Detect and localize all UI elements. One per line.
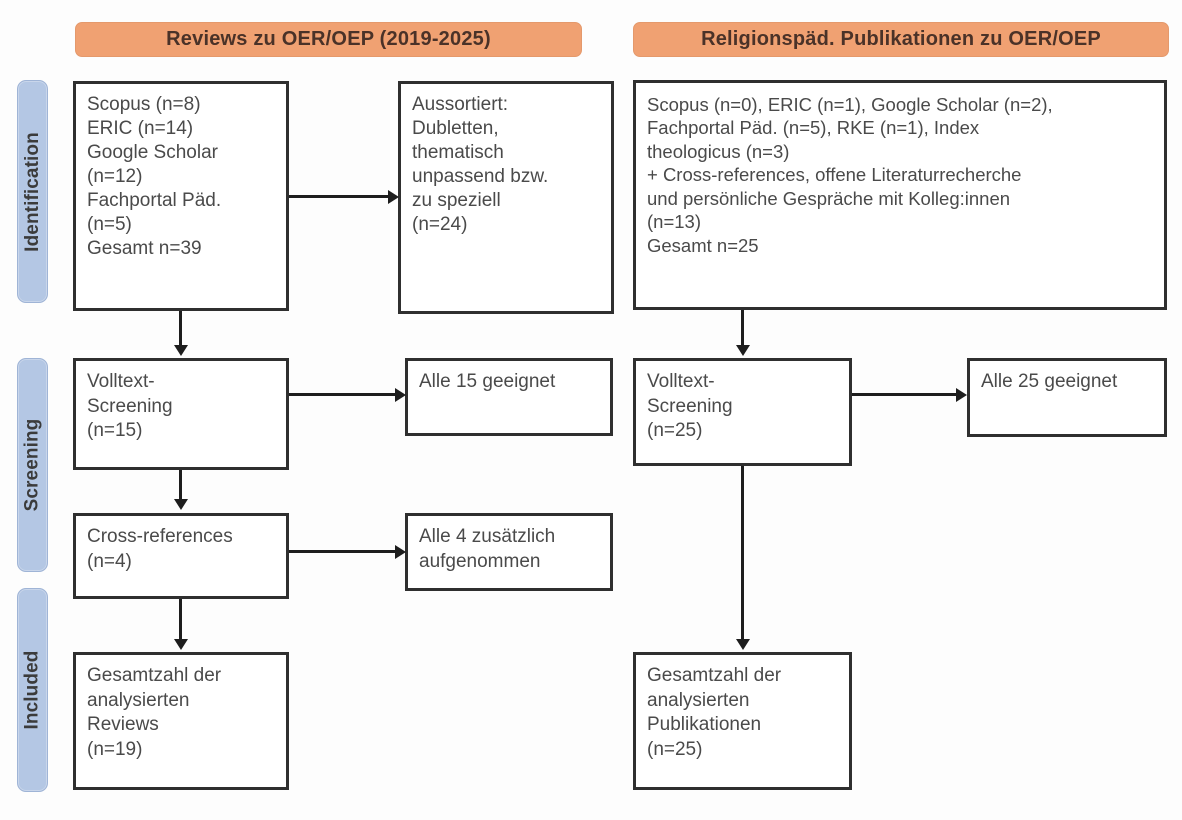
box-fulltext-screening-right: Volltext- Screening (n=25) [633,358,852,466]
stage-pill-identification: Identification [17,80,48,303]
box-included-right: Gesamtzahl der analysierten Publikatione… [633,652,852,790]
arrowhead-left-fulltext-to-crossref [174,499,188,510]
box-identification-sources-right: Scopus (n=0), ERIC (n=1), Google Scholar… [633,80,1167,310]
connector-left-fulltext-to-crossref [179,470,182,501]
column-header-publications: Religionspäd. Publikationen zu OER/OEP [633,22,1169,57]
connector-left-identification-to-fulltext [179,311,182,347]
box-fulltext-result-left: Alle 15 geeignet [405,358,613,436]
stage-label-screening: Screening [21,418,43,512]
arrowhead-right-fulltext-to-result [956,388,967,402]
connector-left-fulltext-to-result [289,393,397,396]
connector-left-crossref-to-result [289,550,397,553]
stage-pill-screening: Screening [17,358,48,572]
box-crossreferences-left: Cross-references (n=4) [73,513,289,599]
arrowhead-left-crossref-to-included [174,639,188,650]
box-fulltext-screening-left: Volltext- Screening (n=15) [73,358,289,470]
arrowhead-right-identification-to-fulltext [736,345,750,356]
connector-left-crossref-to-included [179,599,182,641]
box-identification-sources-left: Scopus (n=8) ERIC (n=14) Google Scholar … [73,81,289,311]
stage-label-identification: Identification [21,131,43,252]
box-fulltext-result-right: Alle 25 geeignet [967,358,1167,437]
connector-right-identification-to-fulltext [741,310,744,347]
box-crossreferences-result-left: Alle 4 zusätzlich aufgenommen [405,513,613,591]
arrowhead-left-identification-to-fulltext [174,345,188,356]
arrowhead-left-crossref-to-result [395,545,406,559]
box-excluded-left: Aussortiert: Dubletten, thematisch unpas… [398,81,614,314]
arrowhead-left-fulltext-to-result [395,388,406,402]
column-header-reviews: Reviews zu OER/OEP (2019-2025) [75,22,582,57]
box-included-left: Gesamtzahl der analysierten Reviews (n=1… [73,652,289,790]
connector-right-fulltext-to-included [741,466,744,641]
arrowhead-left-identification-to-excluded [388,190,399,204]
connector-left-identification-to-excluded [289,195,389,198]
stage-label-included: Included [21,650,43,730]
stage-pill-included: Included [17,588,48,792]
arrowhead-right-fulltext-to-included [736,639,750,650]
connector-right-fulltext-to-result [852,393,957,396]
